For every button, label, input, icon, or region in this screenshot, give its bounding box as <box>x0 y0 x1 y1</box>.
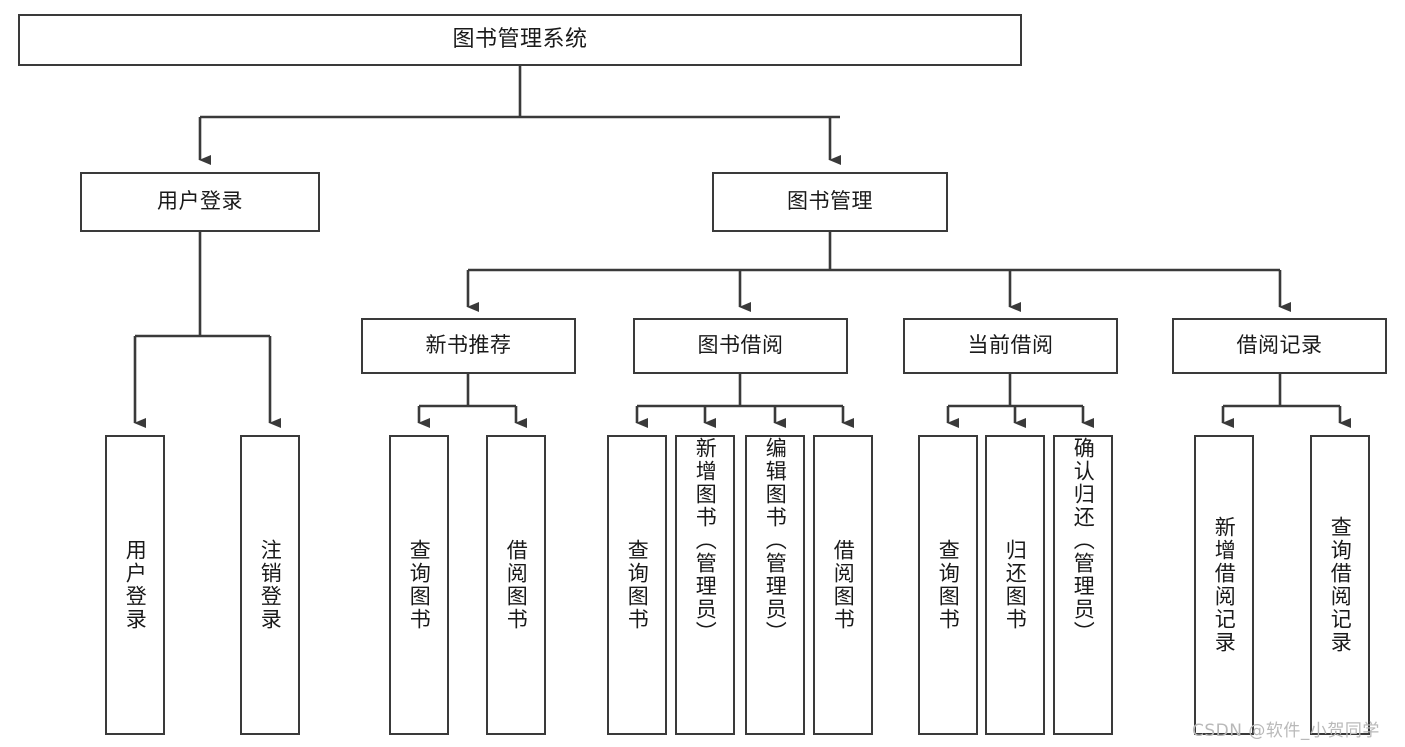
leaf-query-book-2[interactable]: 查询图书 <box>607 435 667 735</box>
leaf-query-record-label: 查询借阅记录 <box>1328 516 1353 654</box>
leaf-confirm-return[interactable]: 确认归还（管理员） <box>1053 435 1113 735</box>
node-borrow-record[interactable]: 借阅记录 <box>1172 318 1387 374</box>
leaf-user-login-label: 用户登录 <box>123 539 148 631</box>
node-root[interactable]: 图书管理系统 <box>18 14 1022 66</box>
leaf-borrow-book-1-label: 借阅图书 <box>504 539 529 631</box>
leaf-user-logout-label: 注销登录 <box>258 539 283 631</box>
leaf-borrow-book-2-label: 借阅图书 <box>831 539 856 631</box>
node-book-manage-label: 图书管理 <box>787 189 873 214</box>
node-book-manage[interactable]: 图书管理 <box>712 172 948 232</box>
csdn-watermark: CSDN @软件_小贺同学 <box>1192 721 1380 741</box>
leaf-add-book-label: 新增图书（管理员） <box>693 437 718 644</box>
leaf-borrow-book-2[interactable]: 借阅图书 <box>813 435 873 735</box>
node-book-borrow[interactable]: 图书借阅 <box>633 318 848 374</box>
leaf-add-record[interactable]: 新增借阅记录 <box>1194 435 1254 735</box>
node-current-borrow[interactable]: 当前借阅 <box>903 318 1118 374</box>
leaf-borrow-book-1[interactable]: 借阅图书 <box>486 435 546 735</box>
node-current-borrow-label: 当前借阅 <box>967 333 1054 358</box>
leaf-return-book-label: 归还图书 <box>1003 539 1028 631</box>
node-borrow-record-label: 借阅记录 <box>1236 333 1323 358</box>
node-user-login-label: 用户登录 <box>157 189 243 214</box>
leaf-return-book[interactable]: 归还图书 <box>985 435 1045 735</box>
leaf-user-logout[interactable]: 注销登录 <box>240 435 300 735</box>
leaf-query-book-2-label: 查询图书 <box>625 539 650 631</box>
leaf-query-record[interactable]: 查询借阅记录 <box>1310 435 1370 735</box>
leaf-edit-book-label: 编辑图书（管理员） <box>763 437 788 644</box>
leaf-query-book-1-label: 查询图书 <box>407 539 432 631</box>
leaf-add-book[interactable]: 新增图书（管理员） <box>675 435 735 735</box>
node-root-label: 图书管理系统 <box>452 26 588 52</box>
node-new-book-recommend[interactable]: 新书推荐 <box>361 318 576 374</box>
node-book-borrow-label: 图书借阅 <box>697 333 784 358</box>
leaf-user-login[interactable]: 用户登录 <box>105 435 165 735</box>
node-new-book-recommend-label: 新书推荐 <box>425 333 512 358</box>
leaf-query-book-3-label: 查询图书 <box>936 539 961 631</box>
node-user-login[interactable]: 用户登录 <box>80 172 320 232</box>
leaf-query-book-1[interactable]: 查询图书 <box>389 435 449 735</box>
leaf-query-book-3[interactable]: 查询图书 <box>918 435 978 735</box>
leaf-add-record-label: 新增借阅记录 <box>1212 516 1237 654</box>
leaf-confirm-return-label: 确认归还（管理员） <box>1071 437 1096 644</box>
leaf-edit-book[interactable]: 编辑图书（管理员） <box>745 435 805 735</box>
